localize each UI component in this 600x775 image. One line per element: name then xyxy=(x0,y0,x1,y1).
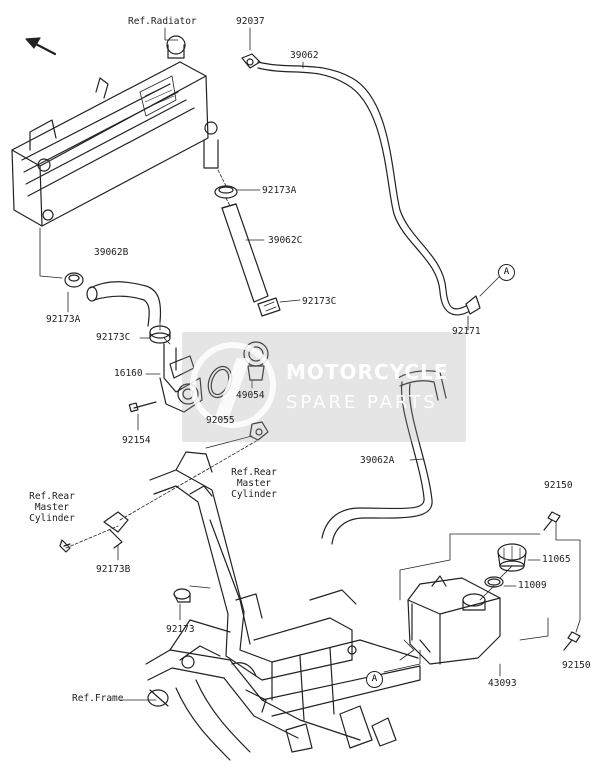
label-92173b: 92173B xyxy=(96,564,131,575)
watermark: MOTORCYCLE SPARE PARTS xyxy=(182,332,466,442)
clamp-92037 xyxy=(241,53,261,69)
label-ref-radiator: Ref.Radiator xyxy=(128,16,197,27)
radiator xyxy=(11,35,219,227)
hose-39062a xyxy=(321,370,447,545)
bracket-upper-right xyxy=(249,421,269,441)
hose-39062 xyxy=(257,61,469,316)
label-39062b: 39062B xyxy=(94,247,129,258)
clamp-92173c-right xyxy=(257,297,281,317)
label-ref-rear-master-cyl-left-line1: Ref.Rear xyxy=(29,491,75,502)
label-ref-rear-master-cyl-left-line2: Master xyxy=(34,502,70,513)
bolt-92150-top xyxy=(543,511,561,531)
bracket-92173b xyxy=(103,511,129,549)
bolt-92150-bottom xyxy=(563,631,581,651)
bolt-92154 xyxy=(128,401,157,413)
label-ref-rear-master-cyl-left-line3: Cylinder xyxy=(29,513,75,524)
watermark-line1: MOTORCYCLE xyxy=(286,360,449,384)
clip-92171 xyxy=(465,295,481,315)
label-92150-top: 92150 xyxy=(544,480,573,491)
label-92173a-left: 92173A xyxy=(46,314,81,325)
label-ref-rear-master-cyl-line1: Ref.Rear xyxy=(231,467,277,478)
label-92173a-top: 92173A xyxy=(262,185,297,196)
clamp-92173a-top xyxy=(214,185,238,199)
label-92173c-left: 92173C xyxy=(96,332,131,343)
label-92173: 92173 xyxy=(166,624,195,635)
watermark-logo-icon xyxy=(190,342,276,428)
clamp-92173 xyxy=(173,588,191,603)
clamp-92173a-left xyxy=(64,272,84,288)
label-ref-frame: Ref.Frame xyxy=(72,693,124,704)
cap-11065 xyxy=(497,543,527,572)
hose-39062b xyxy=(86,281,162,327)
label-92037: 92037 xyxy=(236,16,265,27)
label-92154: 92154 xyxy=(122,435,151,446)
label-49054: 49054 xyxy=(236,390,265,401)
label-ref-rear-master-cyl-line2: Master xyxy=(236,478,272,489)
reference-marker-a-bottom: A xyxy=(366,671,383,688)
label-ref-rear-master-cyl-line3: Cylinder xyxy=(231,489,277,500)
label-92150-bottom: 92150 xyxy=(562,660,591,671)
front-arrow-icon xyxy=(25,37,57,56)
frame xyxy=(145,451,431,761)
label-92055: 92055 xyxy=(206,415,235,426)
label-92171: 92171 xyxy=(452,326,481,337)
label-43093: 43093 xyxy=(488,678,517,689)
label-16160: 16160 xyxy=(114,368,143,379)
label-39062c: 39062C xyxy=(268,235,303,246)
watermark-line2: SPARE PARTS xyxy=(286,392,438,413)
hose-39062c xyxy=(221,203,269,303)
label-92173c-right: 92173C xyxy=(302,296,337,307)
label-ref-rear-master-cylinder: Ref.Rear Master Cylinder xyxy=(224,467,284,500)
leader-lines xyxy=(39,27,581,701)
label-ref-rear-master-cylinder-left: Ref.Rear Master Cylinder xyxy=(22,491,82,524)
label-11009: 11009 xyxy=(518,580,547,591)
label-39062: 39062 xyxy=(290,50,319,61)
bolt-left xyxy=(59,539,71,553)
label-11065: 11065 xyxy=(542,554,571,565)
reservoir-tank-43093 xyxy=(407,575,501,665)
oring-11009 xyxy=(484,576,504,588)
reference-marker-a-top: A xyxy=(498,264,515,281)
label-39062a: 39062A xyxy=(360,455,395,466)
